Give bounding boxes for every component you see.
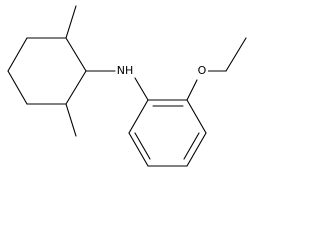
atom-labels: NH O	[116, 63, 208, 79]
o-label-background	[196, 64, 208, 78]
bond-benzene	[128, 99, 149, 134]
bond-cyclohexane	[65, 37, 87, 72]
bond-ethyl	[225, 37, 247, 72]
bond-cyclohexane	[7, 70, 28, 105]
bond-cyclohexane	[7, 37, 28, 72]
bond-benzene-double	[134, 132, 151, 160]
bonds	[7, 5, 247, 167]
bond-methyl-top	[65, 5, 77, 39]
bond-benzene	[128, 132, 149, 167]
chemical-structure-diagram: NH O	[7, 5, 247, 167]
ether-oxygen-label: O	[198, 64, 207, 77]
bond-cyclohexane	[65, 70, 87, 105]
bond-benzene-double	[183, 132, 200, 160]
amine-nh-label: NH	[117, 64, 134, 77]
bond-benzene	[186, 99, 207, 134]
bond-nh-to-aryl	[134, 77, 149, 101]
nh-label-background	[116, 63, 134, 79]
bond-benzene	[186, 132, 207, 167]
bond-methyl-bottom	[65, 103, 77, 137]
bond-aryl-to-o	[186, 79, 198, 101]
